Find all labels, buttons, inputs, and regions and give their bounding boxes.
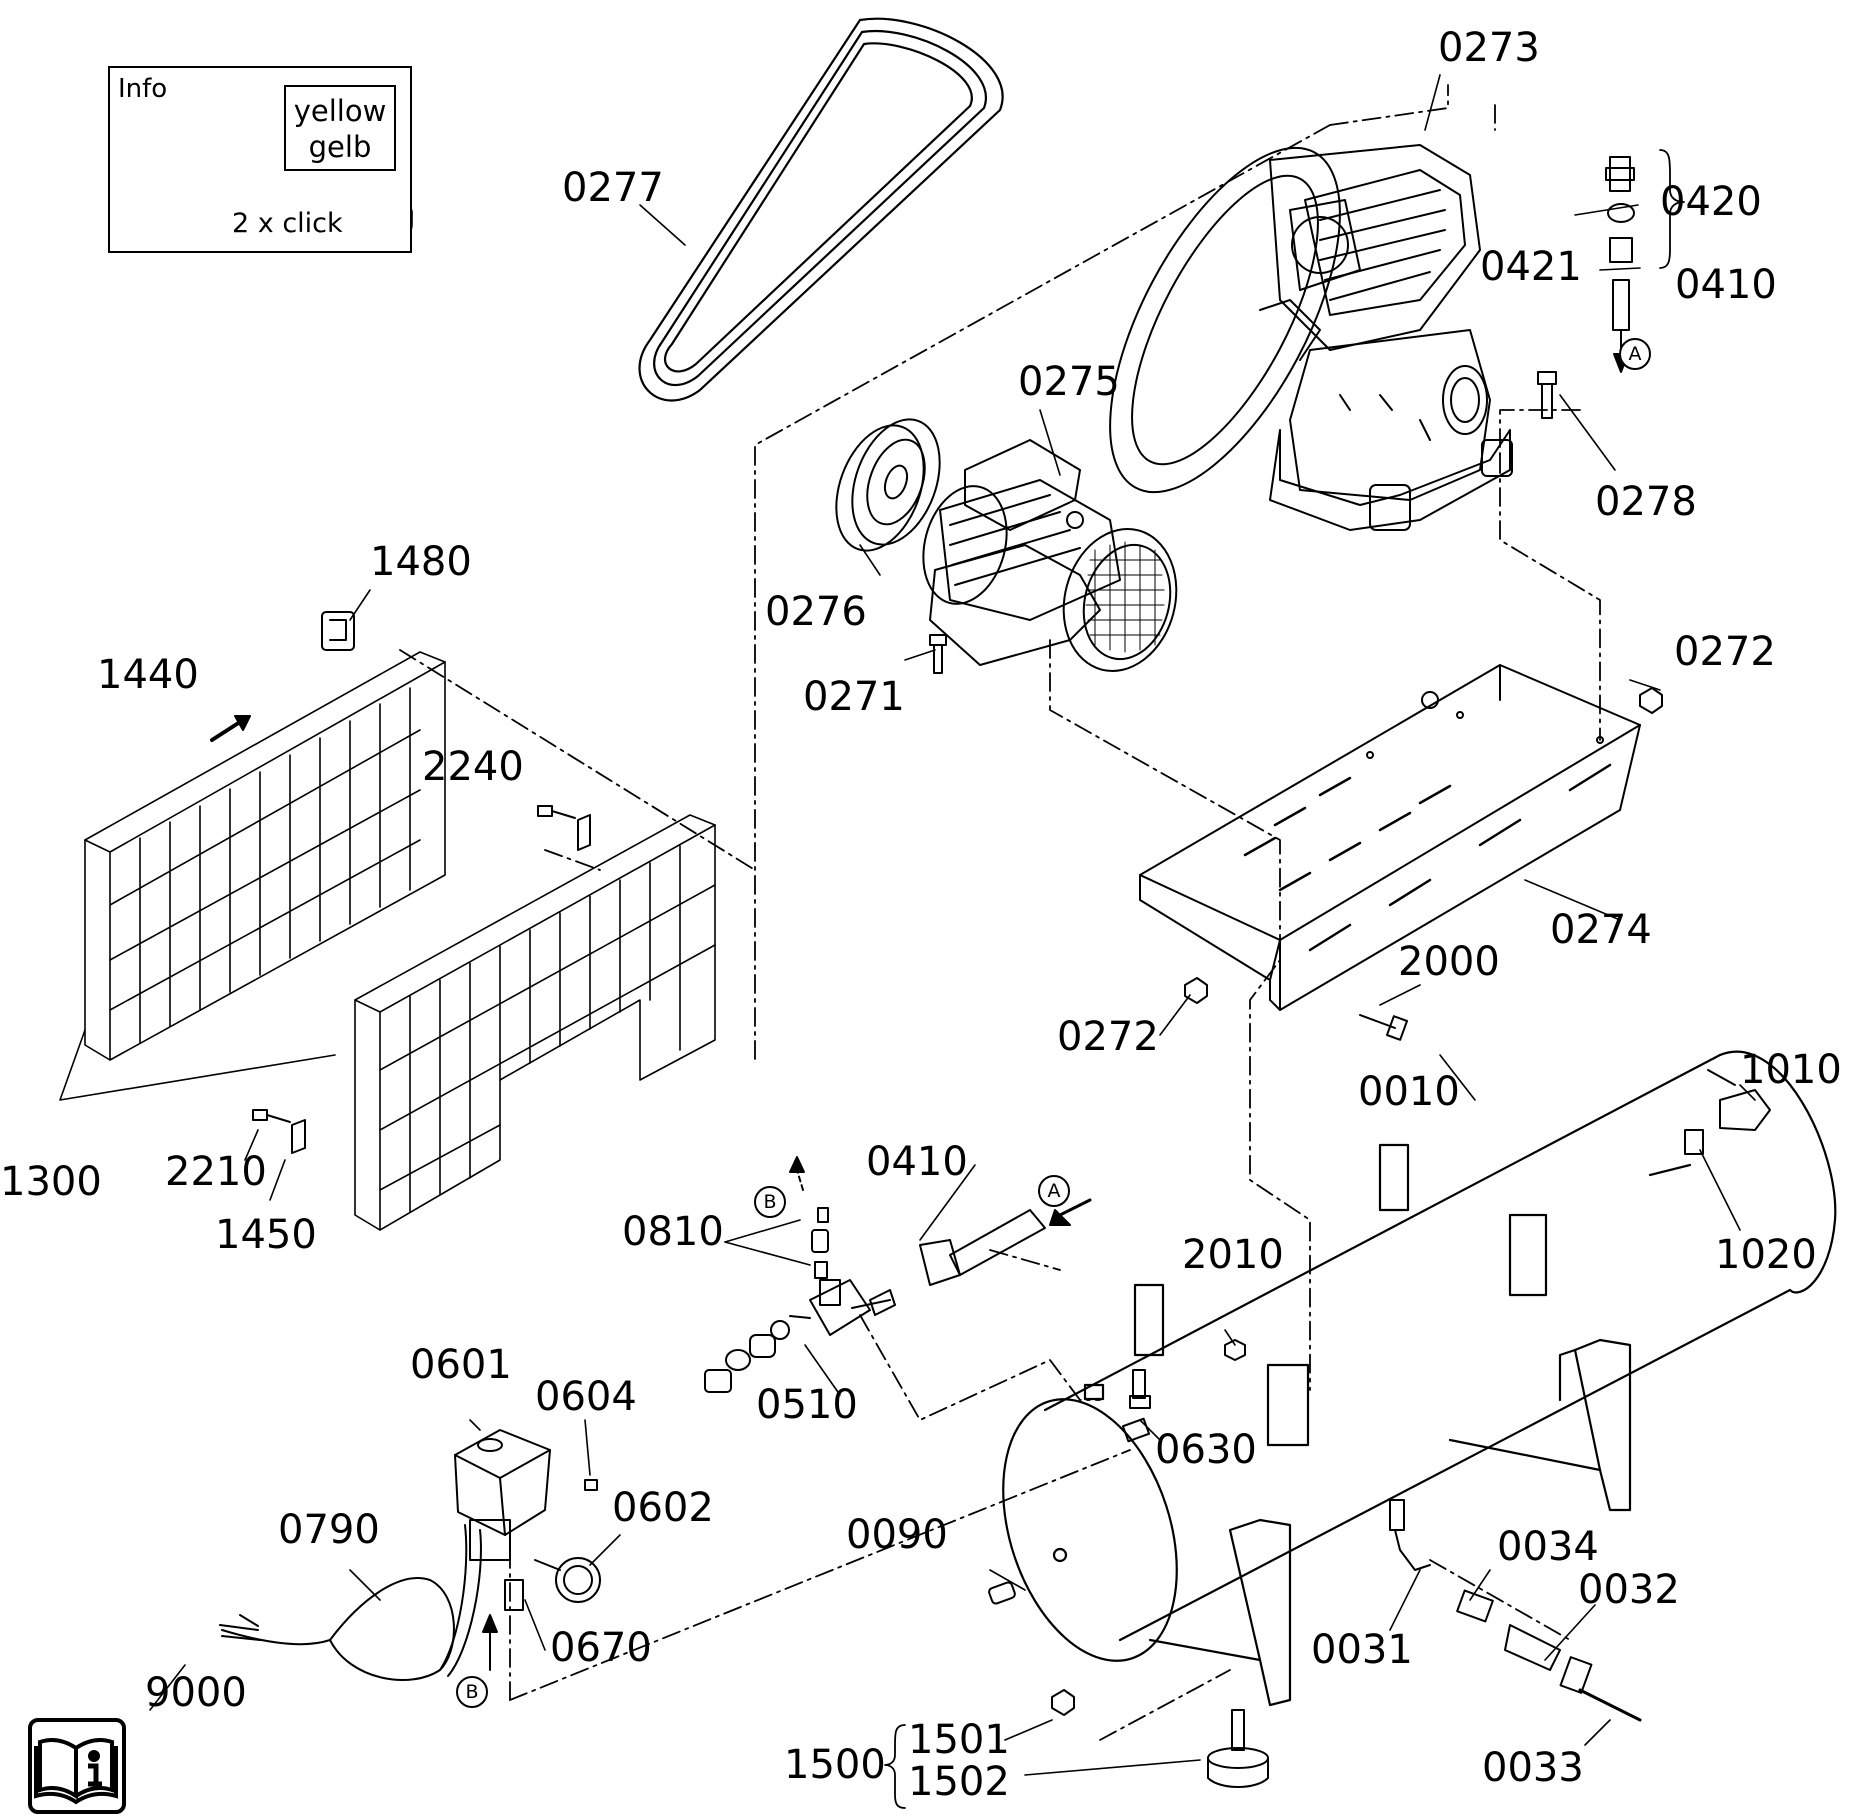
belt-guard-front xyxy=(354,814,716,1231)
label-0272-right: 0272 xyxy=(1674,629,1776,675)
nut-2010 xyxy=(1224,1339,1246,1361)
label-1440: 1440 xyxy=(97,652,199,698)
double-click-hint: 2 x click xyxy=(232,208,343,239)
screw-2240 xyxy=(537,805,591,851)
nut-0272-right xyxy=(1639,687,1663,714)
info-panel[interactable]: Info yellow gelb 2 x click xyxy=(108,66,412,253)
safety-valve-0630 xyxy=(1121,1369,1151,1443)
label-0420: 0420 xyxy=(1660,179,1762,225)
label-9000: 9000 xyxy=(145,1670,247,1716)
arrow-1440 xyxy=(210,715,251,742)
assembly-lines xyxy=(399,84,1601,1741)
label-0272-left: 0272 xyxy=(1057,1014,1159,1060)
label-1300: 1300 xyxy=(0,1159,102,1205)
label-1500: 1500 xyxy=(784,1742,886,1788)
leader-lines xyxy=(59,74,1756,1776)
label-1450: 1450 xyxy=(215,1212,317,1258)
pipe-0410-mid xyxy=(919,1209,1046,1286)
ref-b-top: B xyxy=(754,1186,786,1218)
arrow-a-mid xyxy=(1049,1198,1092,1226)
label-0510: 0510 xyxy=(756,1382,858,1428)
color-label-de: gelb xyxy=(308,130,372,164)
brace-1500 xyxy=(884,1724,906,1809)
label-0032: 0032 xyxy=(1578,1567,1680,1613)
belt-guard-back xyxy=(84,651,446,1061)
label-2240: 2240 xyxy=(422,744,524,790)
color-label-box: yellow gelb xyxy=(284,85,396,171)
manual-book-icon[interactable] xyxy=(28,1718,126,1814)
label-1480: 1480 xyxy=(370,539,472,585)
label-0604: 0604 xyxy=(535,1374,637,1420)
plug-0090 xyxy=(988,1581,1016,1605)
label-0410-top: 0410 xyxy=(1675,262,1777,308)
pulley-0276 xyxy=(835,418,941,552)
label-2000: 2000 xyxy=(1398,939,1500,985)
foot-1500 xyxy=(1051,1689,1269,1788)
motor-0275 xyxy=(922,439,1178,672)
label-0271: 0271 xyxy=(803,674,905,720)
ref-a-top: A xyxy=(1619,338,1651,370)
valve-block-0510 xyxy=(704,1207,896,1393)
label-1010: 1010 xyxy=(1740,1047,1842,1093)
clip-1480 xyxy=(321,611,355,651)
arrow-b-top xyxy=(789,1156,805,1191)
slots xyxy=(1243,763,1612,952)
manual-book-icon-glyph xyxy=(34,1738,118,1805)
label-0010: 0010 xyxy=(1358,1069,1460,1115)
ball-valve-1010 xyxy=(1707,1069,1771,1131)
label-0275: 0275 xyxy=(1018,359,1120,405)
label-0278: 0278 xyxy=(1595,479,1697,525)
label-0277: 0277 xyxy=(562,165,664,211)
fan-cover-grid xyxy=(1085,541,1165,653)
label-0601: 0601 xyxy=(410,1342,512,1388)
cable-0790 xyxy=(219,1524,482,1681)
label-0033: 0033 xyxy=(1482,1745,1584,1791)
label-0090: 0090 xyxy=(846,1512,948,1558)
fitting-1020 xyxy=(1684,1129,1704,1155)
label-2210: 2210 xyxy=(165,1149,267,1195)
info-title: Info xyxy=(118,74,168,104)
label-0274: 0274 xyxy=(1550,907,1652,953)
ref-b-bottom: B xyxy=(456,1676,488,1708)
color-label-en: yellow xyxy=(293,94,387,128)
label-1501: 1501 xyxy=(908,1717,1010,1763)
label-0790: 0790 xyxy=(278,1507,380,1553)
arrow-b-bottom xyxy=(482,1614,498,1671)
label-0034: 0034 xyxy=(1497,1524,1599,1570)
label-0276: 0276 xyxy=(765,589,867,635)
bolt-0278 xyxy=(1537,371,1557,419)
label-0421: 0421 xyxy=(1480,244,1582,290)
screw-2210 xyxy=(252,1109,306,1154)
label-2010: 2010 xyxy=(1182,1232,1284,1278)
pressure-switch-0601 xyxy=(454,1429,601,1611)
v-belt-0277 xyxy=(638,17,1004,402)
tank-0010 xyxy=(1002,1050,1837,1707)
drain-fittings xyxy=(1389,1499,1642,1722)
label-0031: 0031 xyxy=(1311,1627,1413,1673)
bolt-2000 xyxy=(1359,1014,1408,1041)
label-1020: 1020 xyxy=(1715,1232,1817,1278)
label-0810: 0810 xyxy=(622,1209,724,1255)
compressor-pump-0273 xyxy=(1109,144,1513,531)
label-0410-mid: 0410 xyxy=(866,1139,968,1185)
base-plate-0274 xyxy=(1139,664,1641,1011)
label-0273: 0273 xyxy=(1438,25,1540,71)
label-0630: 0630 xyxy=(1155,1427,1257,1473)
label-0670: 0670 xyxy=(550,1625,652,1671)
ref-a-mid: A xyxy=(1038,1175,1070,1207)
bolt-0271 xyxy=(929,634,947,674)
nut-0272-left xyxy=(1184,977,1208,1004)
label-0602: 0602 xyxy=(612,1485,714,1531)
label-1502: 1502 xyxy=(908,1759,1010,1805)
